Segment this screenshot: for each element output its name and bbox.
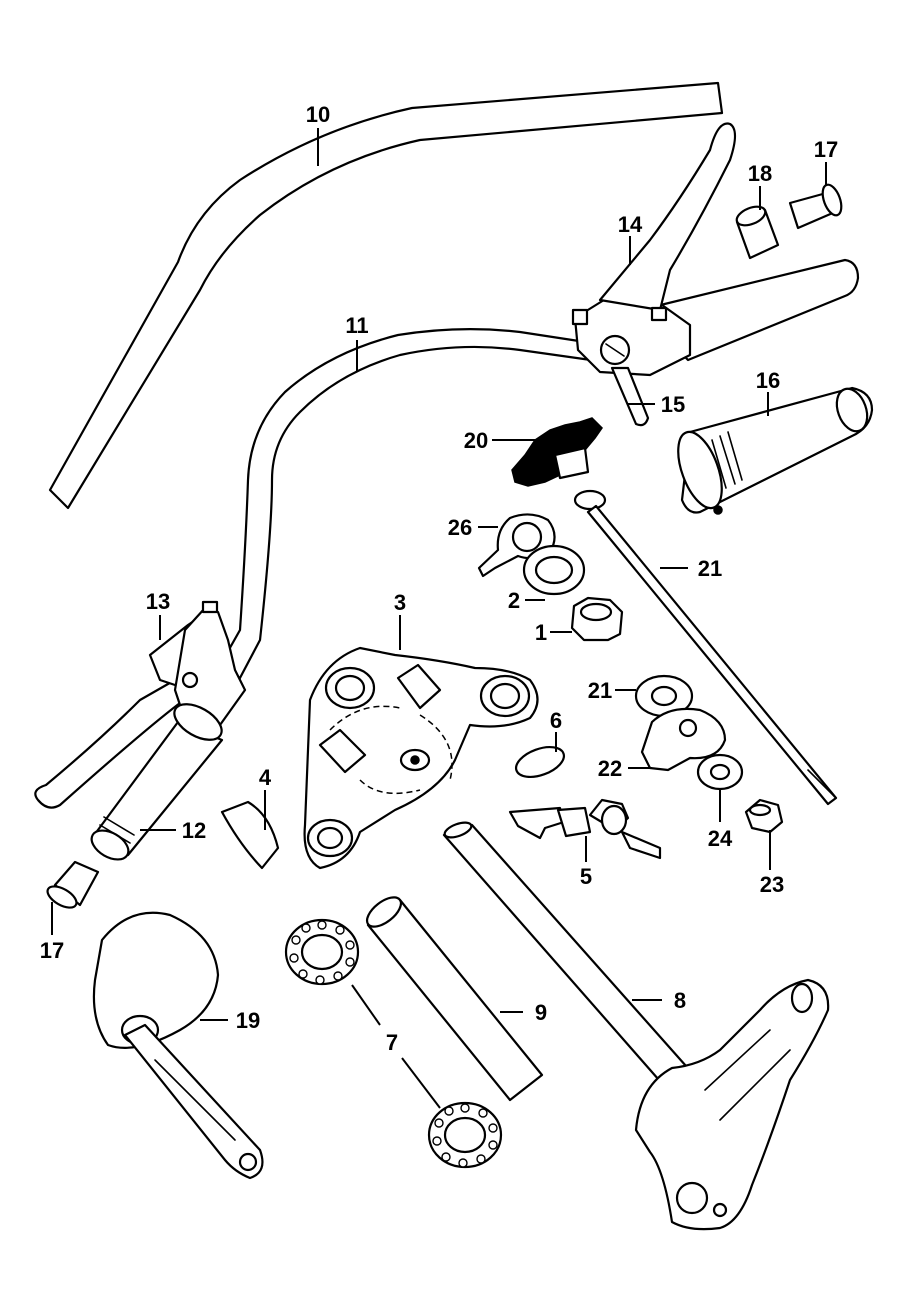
callout-19: 19 [236,1008,260,1033]
callout-1: 1 [535,620,547,645]
callout-17-upper: 17 [814,137,838,162]
callout-labels: 10 11 17 18 14 15 16 20 26 21 2 1 3 21 6… [40,102,838,1055]
callout-5: 5 [580,864,592,889]
part-16-grip-right [677,386,874,515]
part-24-cap-nut [744,798,784,834]
callout-6: 6 [550,708,562,733]
part-14-lever-right [571,122,860,377]
part-25-washer [696,753,744,791]
part-21-damper-rod [573,489,838,806]
callout-15: 15 [661,392,685,417]
callout-14: 14 [618,212,643,237]
bearing-balls-lower [432,1103,498,1168]
part-20-steering-damper-knob [511,417,603,487]
callout-2: 2 [508,588,520,613]
callout-22: 21 [588,678,612,703]
callout-24: 23 [760,872,784,897]
callout-21: 21 [698,556,722,581]
callout-8: 8 [674,988,686,1013]
callout-17-lower: 17 [40,938,64,963]
part-3-top-yoke [303,646,539,870]
part-2-lock-washer [522,544,586,596]
callout-11: 11 [345,313,368,338]
callout-23: 22 [598,756,622,781]
part-10-handlebar-upper [48,81,724,510]
callout-12: 12 [182,818,206,843]
part-9-spacer-tube [365,896,544,1102]
callout-3: 3 [394,590,406,615]
callout-10: 10 [306,102,330,127]
part-19-mirror [92,911,264,1180]
part-4-shim [220,800,280,870]
callout-20: 20 [464,428,488,453]
callout-4: 4 [259,765,272,790]
callout-13: 13 [146,589,170,614]
bearing-balls-upper [289,920,355,985]
callout-18: 18 [748,161,772,186]
part-17-pin-upper [788,183,843,230]
part-18-bushing [735,205,780,260]
part-5-steering-lock-key [508,798,662,860]
part-7-bearing-lower [427,1101,503,1169]
part-26-clamp-ring [477,513,556,578]
part-23-friction-plate [640,707,727,772]
leader-lines [51,128,827,1109]
callout-25: 24 [708,826,733,851]
part-17-pin-lower [46,860,100,909]
callout-16: 16 [756,368,780,393]
part-8-steering-stem-lower-yoke [442,821,830,1231]
part-15-small-lever [610,366,650,427]
part-12-grip-left [90,703,224,861]
part-1-hex-nut [570,596,624,642]
part-6-plug [514,745,566,779]
callout-26: 26 [448,515,472,540]
callout-7: 7 [386,1030,398,1055]
part-7-bearing-upper [284,918,360,986]
callout-9: 9 [535,1000,547,1025]
